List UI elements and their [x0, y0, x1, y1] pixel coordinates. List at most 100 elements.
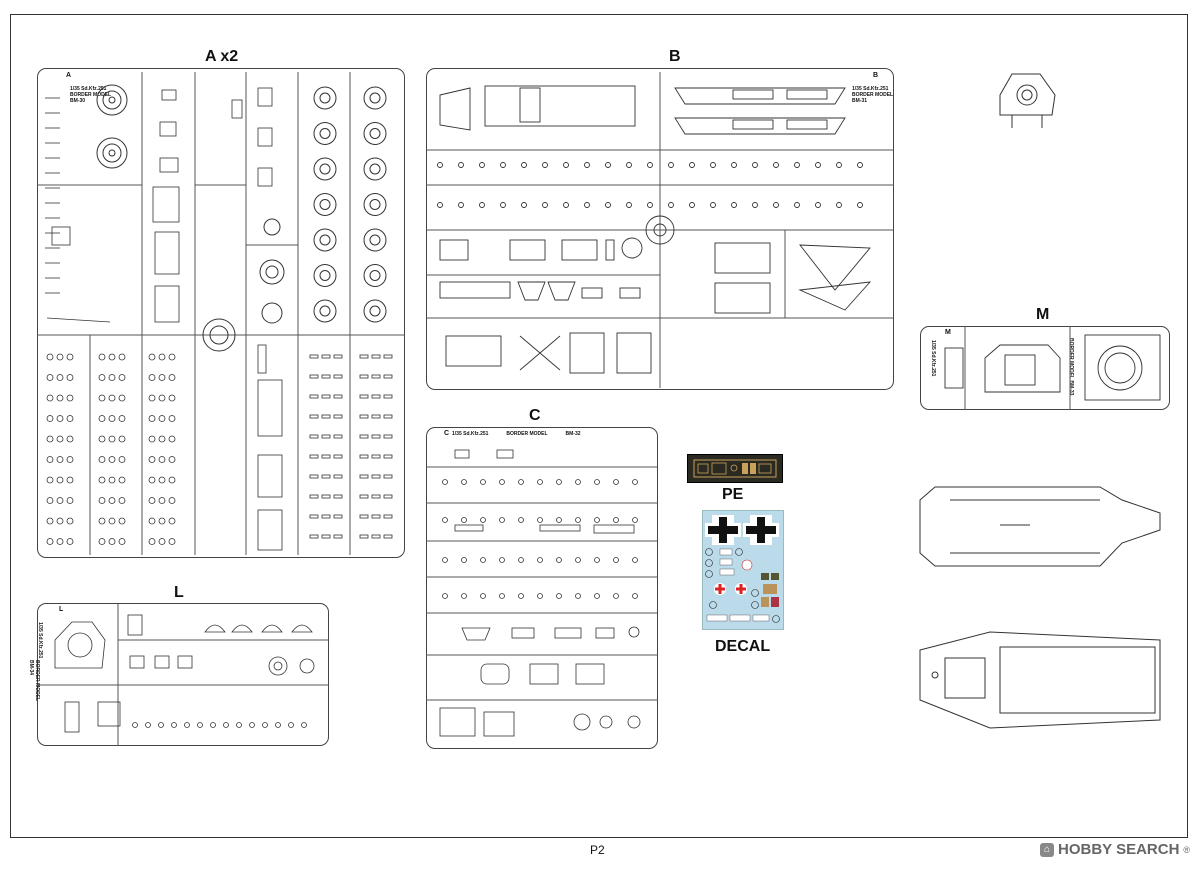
small-detail-part: [518, 517, 524, 523]
track-link-part: [118, 435, 126, 443]
sprue-a-center-hub: [202, 218, 285, 352]
small-detail-part: [499, 517, 505, 523]
small-detail-part: [480, 593, 486, 599]
road-wheel: [319, 305, 331, 317]
small-pin-part: [371, 534, 381, 539]
sprue-a-frame: [37, 68, 405, 558]
road-wheel: [369, 270, 381, 281]
sprue-c-header-line1: 1/35 Sd.Kfz.251: [452, 431, 489, 437]
track-link-part: [118, 538, 126, 545]
small-pin-part: [359, 534, 369, 539]
track-link-part: [108, 538, 116, 545]
small-detail-part: [647, 162, 653, 168]
small-pin-part: [309, 474, 319, 479]
small-detail-part: [668, 162, 674, 168]
track-link-part: [98, 456, 106, 463]
small-pin-part: [333, 534, 343, 539]
small-detail-part: [613, 593, 619, 599]
track-link-part: [98, 415, 106, 422]
small-pin-part: [309, 354, 319, 359]
track-link-part: [148, 476, 156, 484]
small-detail-part: [632, 557, 638, 563]
hobby-search-icon: ⌂: [1040, 842, 1054, 857]
track-link-part: [108, 497, 116, 504]
sprue-a-runners: [37, 72, 405, 555]
photo-etch-parts: [693, 459, 777, 478]
track-link-part: [148, 415, 156, 422]
track-link-part: [56, 435, 64, 443]
small-pin-part: [383, 494, 393, 499]
road-wheel: [363, 122, 387, 145]
track-link-part: [118, 517, 126, 525]
small-detail-part: [145, 722, 151, 728]
small-pin-part: [371, 494, 381, 499]
small-pin-part: [333, 474, 343, 479]
small-detail-part: [521, 162, 527, 168]
small-detail-part: [518, 479, 524, 485]
decal-insignia: [706, 548, 779, 622]
small-detail-part: [480, 479, 486, 485]
small-detail-part: [575, 517, 581, 523]
road-wheel: [313, 193, 337, 216]
road-wheel: [313, 86, 337, 110]
small-detail-part: [442, 593, 448, 599]
track-link-part: [46, 435, 54, 443]
track-link-part: [66, 538, 74, 545]
small-detail-part: [556, 479, 562, 485]
small-detail-part: [575, 557, 581, 563]
road-wheel: [369, 199, 381, 210]
small-detail-part: [442, 479, 448, 485]
sprue-a-letter: A: [66, 72, 72, 79]
track-link-part: [98, 353, 106, 361]
small-detail-part: [773, 162, 779, 168]
road-wheel: [369, 128, 381, 139]
watermark-registered: ®: [1183, 844, 1191, 855]
track-link-part: [108, 353, 116, 361]
track-link-part: [168, 476, 176, 484]
small-pin-part: [371, 514, 381, 519]
track-link-part: [108, 374, 116, 381]
track-link-part: [46, 374, 54, 381]
track-link-part: [168, 394, 176, 402]
small-pin-part: [359, 494, 369, 499]
sprue-a-header: 1/35 Sd.Kfz.251 BORDER MODEL BM-30: [70, 86, 111, 104]
track-link-part: [118, 374, 126, 381]
track-link-part: [98, 538, 106, 545]
small-pin-part: [321, 514, 331, 519]
small-detail-part: [479, 202, 485, 208]
small-detail-part: [236, 722, 242, 728]
sprue-m-runners: [964, 326, 1071, 410]
road-wheel: [313, 299, 337, 323]
pe-title: PE: [722, 486, 744, 503]
track-link-part: [56, 517, 64, 525]
small-detail-part: [499, 557, 505, 563]
road-wheel: [313, 228, 337, 252]
balkenkreuz-left: [705, 515, 741, 545]
small-detail-part: [575, 479, 581, 485]
small-pin-part: [321, 434, 331, 439]
small-detail-part: [668, 202, 674, 208]
sprue-b-header-line2: BORDER MODEL: [852, 92, 894, 98]
track-link-part: [168, 353, 176, 361]
small-detail-part: [458, 202, 464, 208]
small-detail-part: [458, 162, 464, 168]
track-link-part: [98, 394, 106, 402]
road-wheel: [363, 157, 387, 181]
sprue-l-letter: L: [59, 606, 64, 613]
track-link-part: [98, 435, 106, 443]
small-detail-part: [499, 479, 505, 485]
small-detail-part: [613, 557, 619, 563]
track-link-part: [158, 476, 166, 484]
sprue-m-title: M: [1036, 306, 1050, 323]
track-link-part: [168, 517, 176, 525]
sprue-l-parts: [54, 614, 315, 733]
small-pin-part: [359, 474, 369, 479]
small-pin-part: [309, 514, 319, 519]
track-link-part: [66, 517, 74, 525]
small-detail-part: [632, 517, 638, 523]
small-detail-part: [857, 202, 863, 208]
road-wheel: [313, 264, 337, 287]
track-link-part: [168, 456, 176, 463]
sprue-b-hull-parts: [437, 85, 872, 374]
